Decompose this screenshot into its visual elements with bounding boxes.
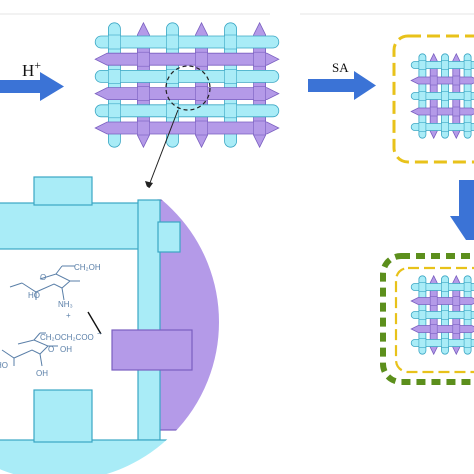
weave-crossing (441, 91, 449, 101)
weave-crossing (429, 324, 438, 334)
cmc-oh-right: OH (60, 345, 72, 354)
sa-coated-mesh (410, 52, 474, 140)
weave-crossing (418, 310, 427, 320)
zoom-cyan-tab-bottom (33, 389, 93, 443)
cmc-oh-bottom: OH (36, 369, 48, 378)
purple-fiber-horizontal (410, 76, 474, 85)
zoom-purple-bar (111, 329, 193, 371)
zoom-cyan-band-bottom (0, 439, 220, 474)
weave-crossing (452, 75, 461, 86)
weave-crossing (418, 91, 427, 101)
cyan-fiber-horizontal (94, 35, 280, 49)
weave-crossing (137, 51, 150, 67)
purple-fiber-horizontal (410, 297, 474, 305)
cyan-fiber-horizontal (94, 70, 280, 83)
weave-crossing (108, 69, 121, 84)
chitosan-nh3: NH₃ (58, 300, 73, 309)
weave-crossing (108, 103, 121, 119)
weave-crossing (441, 60, 449, 70)
weave-crossing (429, 106, 438, 117)
weave-crossing (418, 282, 427, 292)
weave-crossing (463, 282, 472, 292)
zoom-cyan-tab-top (33, 176, 93, 206)
weave-crossing (463, 91, 472, 101)
zoom-circle-outline (0, 161, 221, 474)
weave-crossing (418, 338, 427, 348)
weave-crossing (137, 86, 150, 101)
weave-crossing (195, 120, 208, 136)
sa-coated-frame (392, 34, 474, 164)
weave-crossing (463, 60, 472, 70)
weave-crossing (253, 86, 266, 101)
weave-crossing (452, 106, 461, 117)
weave-crossing (441, 122, 449, 132)
chitosan-ho: HO (28, 291, 40, 300)
outer-coating-frame (380, 253, 474, 385)
weave-crossing (441, 282, 449, 292)
purple-fiber-horizontal (94, 121, 280, 135)
weave-crossing (441, 338, 449, 348)
purple-fiber-horizontal (410, 325, 474, 333)
weave-crossing (224, 103, 237, 119)
weave-crossing (429, 75, 438, 86)
weave-crossing (166, 69, 179, 84)
chitosan-plus: + (66, 311, 71, 320)
cmc-side-chain: CH₂OCH₂COO (40, 333, 94, 342)
cyan-fiber-horizontal (94, 104, 280, 118)
cmc-ho: HO (0, 361, 8, 370)
zoomed-interaction-view (0, 162, 220, 474)
weave-crossing (418, 60, 427, 70)
weave-crossing (253, 120, 266, 136)
coating-step-arrow (450, 180, 474, 240)
weave-crossing (166, 103, 179, 119)
weave-crossing (224, 34, 237, 50)
purple-fiber-horizontal (94, 52, 280, 66)
weave-crossing (452, 324, 461, 334)
weave-crossing (452, 296, 461, 306)
magnify-pointer-head (145, 181, 153, 190)
weave-crossing (137, 120, 150, 136)
sa-step-arrow (308, 71, 376, 100)
weave-crossing (195, 86, 208, 101)
weave-crossing (441, 310, 449, 320)
electrostatic-link (87, 311, 102, 335)
acid-step-arrow (0, 72, 64, 101)
cmc-unit (1, 332, 58, 367)
weave-crossing (108, 34, 121, 50)
weave-crossing (166, 34, 179, 50)
weave-crossing (195, 51, 208, 67)
zoom-cyan-band-top (0, 202, 159, 250)
chitosan-unit (9, 265, 80, 301)
magnify-pointer (147, 109, 179, 189)
weave-crossing (224, 69, 237, 84)
weave-crossing (463, 338, 472, 348)
inner-coating-frame (394, 266, 474, 374)
crosslinked-mesh (94, 21, 280, 149)
zoom-cyan-stub (157, 221, 181, 253)
sa-label: SA (332, 60, 349, 75)
purple-fiber-horizontal (94, 87, 280, 100)
magnify-region (165, 65, 211, 111)
weave-crossing (418, 122, 427, 132)
chitosan-ch2oh: CH₂OH (74, 263, 101, 272)
acid-label: H+ (22, 58, 41, 80)
cmc-ring-o: O (48, 345, 54, 354)
purple-fiber-horizontal (410, 107, 474, 116)
double-coated-mesh (410, 274, 474, 356)
weave-crossing (429, 296, 438, 306)
zoom-cyan-fiber-vertical (137, 199, 161, 441)
chitosan-ring-o: O (40, 273, 46, 282)
weave-crossing (463, 310, 472, 320)
weave-crossing (253, 51, 266, 67)
cmc-minus: − (97, 329, 102, 338)
weave-crossing (463, 122, 472, 132)
